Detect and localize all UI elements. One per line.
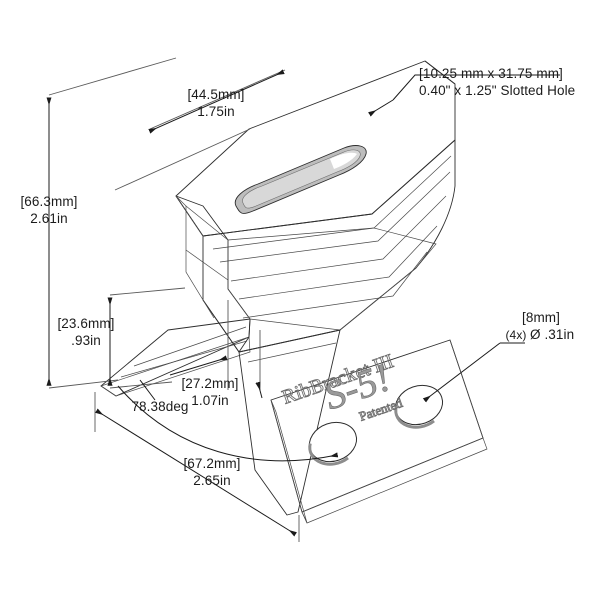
- hole-note-metric: [8mm]: [522, 310, 560, 325]
- dim-width-top: [44.5mm] 1.75in: [114, 69, 286, 191]
- dim-depth-mid: [27.2mm] 1.07in: [169, 300, 263, 408]
- top-face: [175, 60, 456, 237]
- slot-note-line1: [10.25 mm x 31.75 mm]: [419, 66, 563, 81]
- base-length-metric: [67.2mm]: [183, 456, 240, 471]
- height-overall-imperial: 2.61in: [30, 211, 67, 226]
- hole-note-qty: (4x): [505, 328, 526, 342]
- dim-hole-note: [8mm] (4x) Ø .31in: [422, 310, 574, 403]
- front-panel: [227, 227, 437, 331]
- angle-value: 78.38deg: [131, 399, 188, 414]
- width-top-imperial: 1.75in: [197, 104, 234, 119]
- hole-note-imperial: Ø .31in: [530, 327, 574, 342]
- dim-base-length: [67.2mm] 2.65in: [94, 392, 300, 542]
- left-lip-channel: [175, 195, 251, 353]
- base-plate: RibBracket III S-5! Patented: [270, 339, 488, 524]
- depth-mid-imperial: 1.07in: [191, 393, 228, 408]
- mounting-hole-left: [308, 421, 358, 466]
- width-top-metric: [44.5mm]: [187, 87, 244, 102]
- depth-mid-metric: [27.2mm]: [181, 376, 238, 391]
- web-angle: [238, 329, 341, 516]
- dim-slot-note: [10.25 mm x 31.75 mm] 0.40" x 1.25" Slot…: [368, 66, 575, 117]
- height-overall-metric: [66.3mm]: [20, 194, 77, 209]
- base-length-imperial: 2.65in: [193, 473, 230, 488]
- slot-note-line2: 0.40" x 1.25" Slotted Hole: [419, 83, 575, 98]
- height-lower-imperial: .93in: [71, 333, 101, 348]
- bracket-3d-model: RibBracket III S-5! Patented: [100, 60, 488, 524]
- dim-height-overall: [66.3mm] 2.61in: [20, 57, 177, 389]
- height-lower-metric: [23.6mm]: [57, 316, 114, 331]
- dim-height-lower: [23.6mm] .93in: [57, 287, 186, 389]
